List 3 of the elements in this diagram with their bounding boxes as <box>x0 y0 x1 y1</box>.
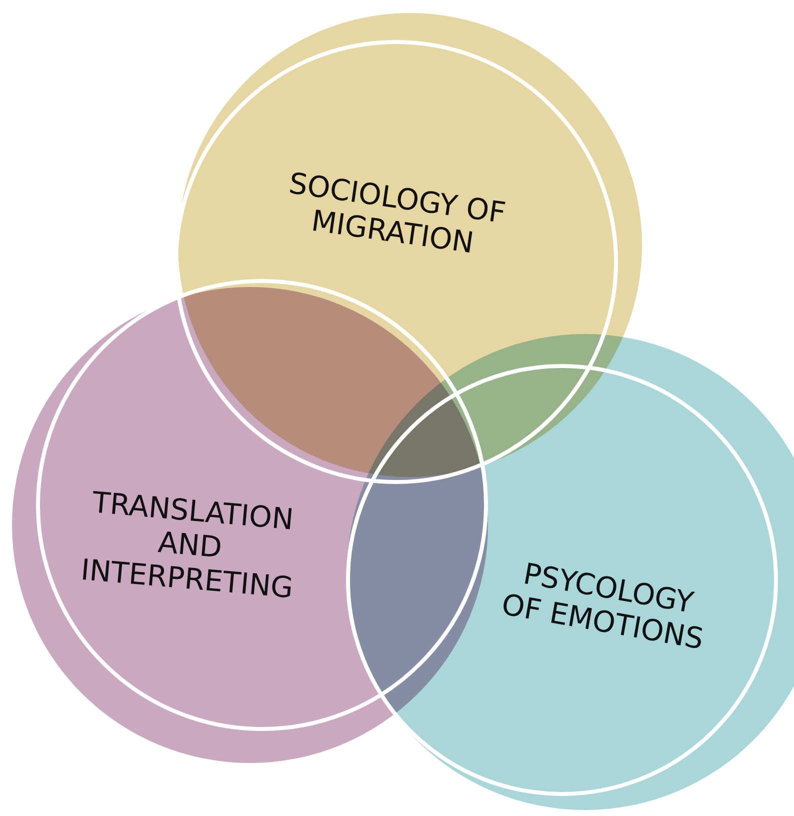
circle-label: PSYCOLOGY OF EMOTIONS <box>498 555 706 658</box>
circle-label: TRANSLATION AND INTERPRETING <box>78 484 296 607</box>
circle-label: SOCIOLOGY OF MIGRATION <box>286 164 509 262</box>
